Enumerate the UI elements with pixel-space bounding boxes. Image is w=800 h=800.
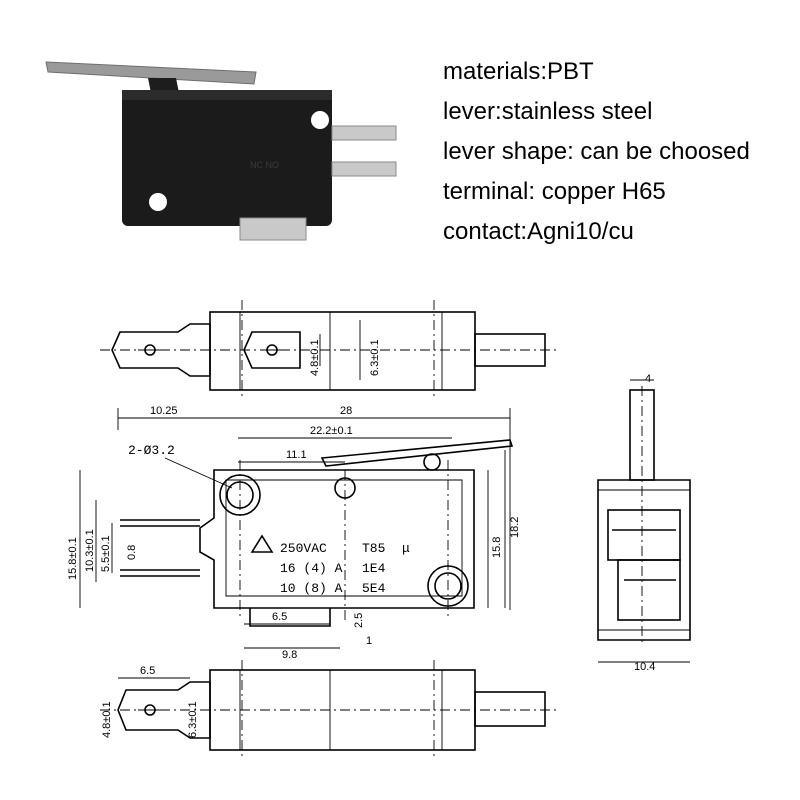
dim-18-2: 18.2 <box>509 517 521 538</box>
label-2-holes: 2-Ø3.2 <box>128 443 175 458</box>
rating-life-2: 5E4 <box>362 581 386 596</box>
spec-lever: lever:stainless steel <box>443 98 653 125</box>
dim-term-1: 1 <box>366 635 372 647</box>
switch-photo: NC NO <box>45 61 397 241</box>
dim-15-8-tol: 15.8±0.1 <box>67 537 79 580</box>
spec-materials: materials:PBT <box>443 58 594 85</box>
terminal-1 <box>331 125 397 141</box>
dim-10-25: 10.25 <box>150 405 178 417</box>
rating-life-1: 1E4 <box>362 561 386 576</box>
rating-voltage: 250VAC <box>280 541 327 556</box>
dim-bottom-4-8: 4.8±0.1 <box>101 701 113 738</box>
dim-tab-6-3: 6.3±0.1 <box>369 339 381 376</box>
spec-contact: contact:Agni10/cu <box>443 218 634 245</box>
switch-body <box>122 90 332 226</box>
dim-10-3: 10.3±0.1 <box>84 529 96 572</box>
rating-current-10: 10 (8) A <box>280 581 343 596</box>
dim-28: 28 <box>340 405 352 417</box>
dim-bottom-6-3: 6.3±0.1 <box>187 701 199 738</box>
terminal-2 <box>331 161 397 177</box>
lever-arm <box>45 61 257 85</box>
dim-tab-4-8: 4.8±0.1 <box>309 339 321 376</box>
top-view: 4.8±0.1 6.3±0.1 <box>100 300 560 400</box>
dim-22-2: 22.2±0.1 <box>310 425 353 437</box>
dim-0-8: 0.8 <box>126 545 138 560</box>
warning-triangle-icon <box>250 534 274 553</box>
spec-terminal: terminal: copper H65 <box>443 178 666 205</box>
rating-current-16: 16 (4) A <box>280 561 343 576</box>
dim-bottom-6-5: 6.5 <box>140 665 155 677</box>
rating-micro: μ <box>402 541 410 556</box>
mount-hole-top <box>311 111 329 129</box>
rating-temp: T85 <box>362 541 385 556</box>
mount-hole-bottom <box>149 193 167 211</box>
dim-5-5: 5.5±0.1 <box>100 535 112 572</box>
svg-text:NC NO: NC NO <box>250 160 279 170</box>
dim-term-9-8: 9.8 <box>282 649 297 661</box>
spec-list: materials:PBT lever:stainless steel leve… <box>443 52 750 252</box>
side-view: 4 10.4 <box>597 373 691 673</box>
technical-drawing: 4.8±0.1 6.3±0.1 10.25 28 22.2±0.1 11.1 2… <box>67 300 691 760</box>
dim-side-10-4: 10.4 <box>634 661 655 673</box>
terminal-3 <box>239 217 307 241</box>
dim-term-2-5: 2.5 <box>353 613 365 628</box>
dim-11-1: 11.1 <box>286 449 307 461</box>
dim-side-4: 4 <box>645 373 651 385</box>
spec-lever-shape: lever shape: can be choosed <box>443 138 750 165</box>
bottom-view: 6.5 4.8±0.1 6.3±0.1 <box>100 660 560 760</box>
front-view: 10.25 28 22.2±0.1 11.1 2-Ø3.2 15.8±0.1 1… <box>67 405 521 661</box>
dim-term-6-5: 6.5 <box>272 611 287 623</box>
dim-15-8: 15.8 <box>491 537 503 558</box>
